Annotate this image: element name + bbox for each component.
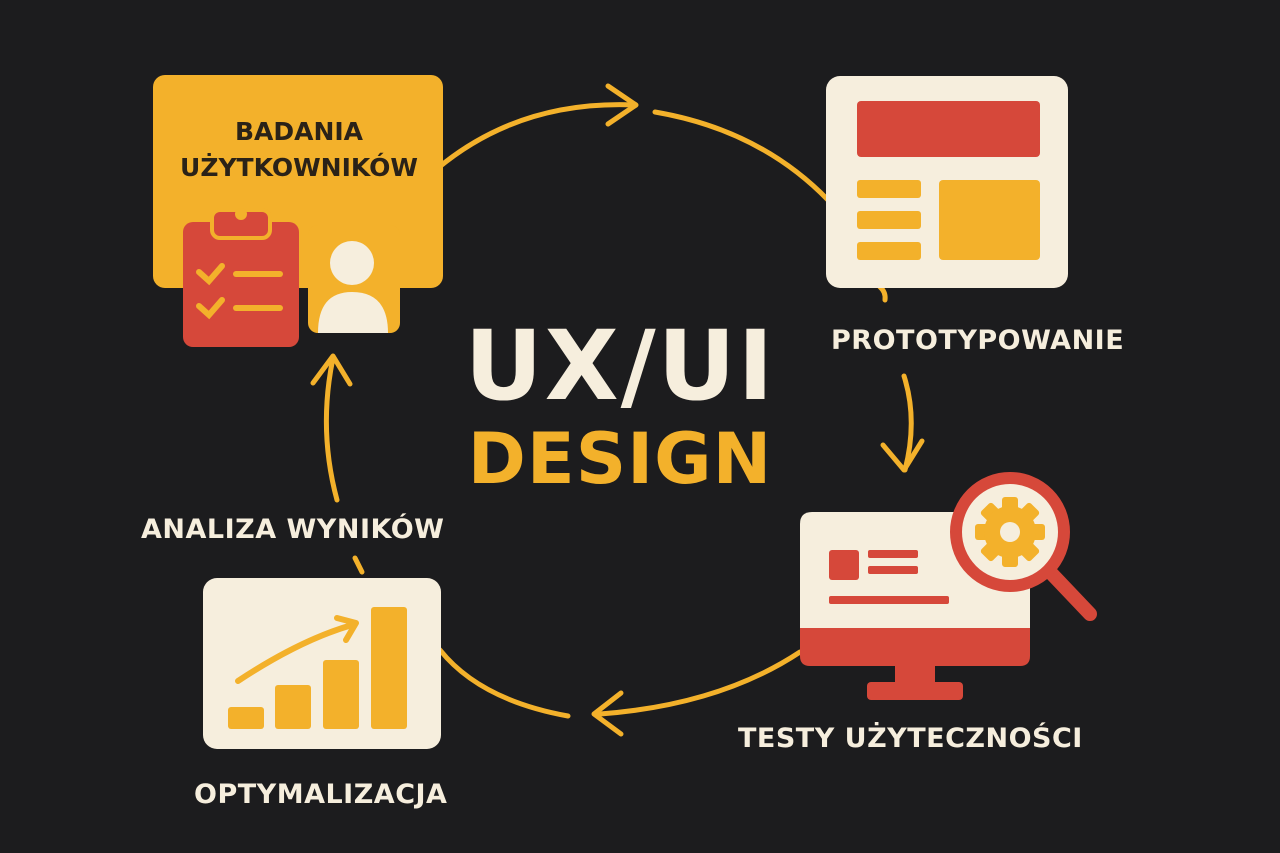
optimization-label: OPTYMALIZACJA	[194, 779, 448, 810]
growth-chart-icon	[228, 607, 407, 729]
arrow-optimization-connector	[437, 647, 571, 719]
arrow-testing-to-optimization	[597, 649, 803, 717]
arrow-head-analysis-to-research	[310, 353, 353, 387]
arrow-research-to-prototyping	[435, 102, 638, 171]
arrow-prototyping-top-connector	[652, 109, 831, 203]
magnifier-gear-icon	[950, 472, 1097, 621]
arrow-head-testing-to-optimization	[591, 690, 624, 737]
testing-label: TESTY UŻYTECZNOŚCI	[738, 723, 1083, 754]
clipboard-icon	[183, 208, 299, 347]
prototyping-label: PROTOTYPOWANIE	[831, 325, 1125, 356]
title-ux-ui: UX/UI	[464, 310, 776, 422]
analysis-label: ANALIZA WYNIKÓW	[141, 514, 445, 545]
research-label-line1: BADANIA	[234, 117, 364, 146]
arrow-head-prototyping-to-testing	[880, 438, 925, 473]
arrow-analysis-to-research	[323, 355, 340, 503]
layout-wireframe-icon	[857, 101, 1040, 260]
user-icon	[308, 225, 400, 333]
arrow-head-research-to-prototyping	[605, 83, 639, 127]
arrow-analysis-connector	[352, 555, 365, 575]
research-label-line2: UŻYTKOWNIKÓW	[180, 153, 418, 182]
title-design: DESIGN	[467, 418, 773, 500]
